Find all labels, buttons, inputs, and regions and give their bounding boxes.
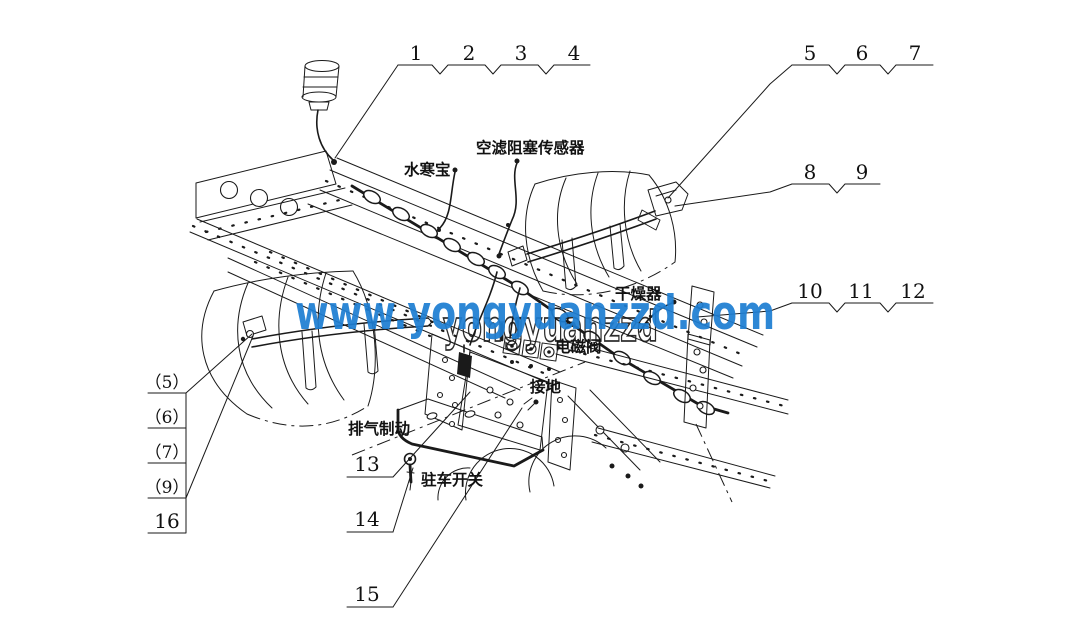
label-exhaust-brake: 排气制动 bbox=[348, 419, 410, 438]
callout-15: 15 bbox=[354, 582, 379, 606]
water-heater-cable bbox=[439, 171, 456, 229]
wheel-arcs bbox=[437, 435, 607, 501]
label-ground: 接地 bbox=[530, 377, 562, 396]
callout-13: 13 bbox=[354, 452, 379, 476]
callout-9: 9 bbox=[856, 160, 869, 184]
parking-switch bbox=[403, 452, 417, 491]
label-solenoid-valve: 电磁阀 bbox=[555, 337, 602, 356]
left-fender bbox=[201, 270, 433, 427]
callout-16: 16 bbox=[154, 509, 179, 533]
callout-p6: （6） bbox=[145, 408, 190, 428]
label-water-heater: 水寒宝 bbox=[404, 160, 451, 179]
callout-3: 3 bbox=[515, 41, 528, 65]
watermark-outline-text: yongyuanzzd bbox=[443, 302, 658, 351]
callout-8: 8 bbox=[804, 160, 817, 184]
rear-frame bbox=[555, 285, 790, 503]
callout-11: 11 bbox=[848, 279, 873, 303]
callout-p5: （5） bbox=[145, 373, 190, 393]
harness-clips bbox=[362, 189, 716, 416]
transmission-area bbox=[351, 333, 586, 471]
dryer-cable bbox=[639, 302, 673, 333]
callout-5: 5 bbox=[804, 41, 817, 65]
front-frame-end bbox=[195, 150, 353, 241]
exhaust-brake-valve bbox=[457, 352, 472, 378]
callout-1: 1 bbox=[410, 41, 423, 65]
fender-connector bbox=[245, 329, 255, 339]
watermark-text: www.yongyuanzzd.com bbox=[295, 286, 775, 341]
battery-bracket bbox=[396, 398, 545, 468]
solenoid-valve-assembly bbox=[457, 318, 559, 411]
callout-6: 6 bbox=[856, 41, 869, 65]
label-air-dryer: 干燥器 bbox=[615, 285, 662, 303]
callout-2: 2 bbox=[463, 41, 476, 65]
callout-p7: （7） bbox=[145, 443, 190, 463]
callout-10: 10 bbox=[797, 279, 822, 303]
watermark: yongyuanzzd www.yongyuanzzd.com bbox=[295, 286, 775, 352]
wiring-harness bbox=[350, 158, 730, 416]
callout-4: 4 bbox=[568, 41, 581, 65]
air-filter-sensor-cable bbox=[498, 162, 518, 255]
callout-12: 12 bbox=[900, 279, 925, 303]
right-fender bbox=[507, 170, 689, 296]
callout-lines bbox=[147, 64, 934, 608]
callout-p9: （9） bbox=[145, 478, 190, 498]
part-labels: 水寒宝 空滤阻塞传感器 干燥器 电磁阀 接地 排气制动 驻车开关 bbox=[348, 138, 662, 489]
label-parking-switch: 驻车开关 bbox=[421, 470, 484, 489]
label-air-filter-clog-sensor: 空滤阻塞传感器 bbox=[476, 138, 585, 157]
callout-14: 14 bbox=[354, 507, 379, 531]
horn-beacon bbox=[301, 60, 340, 165]
callout-numbers: 1 2 3 4 5 6 7 8 9 10 11 12 （5） （6） （7） （… bbox=[145, 41, 926, 606]
callout-7: 7 bbox=[909, 41, 922, 65]
marker-lamp-bracket bbox=[637, 181, 689, 231]
